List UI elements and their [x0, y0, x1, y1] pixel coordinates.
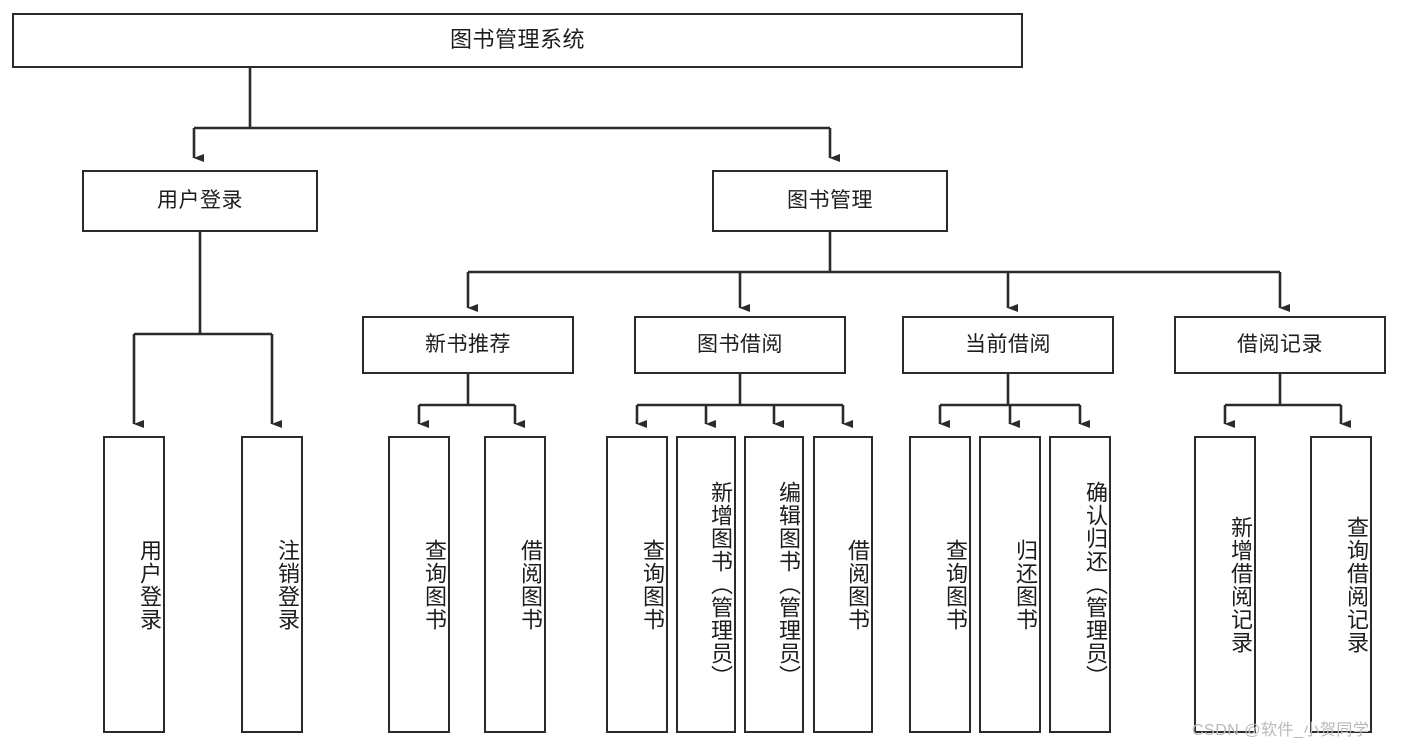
node-leaf-query-book-2[interactable]: 查询图书: [606, 436, 668, 733]
node-label: 新书推荐: [425, 333, 511, 357]
node-label: 借阅图书: [845, 538, 870, 631]
node-label: 新增借阅记录: [1228, 515, 1253, 654]
node-leaf-confirm-return-admin[interactable]: 确认归还（管理员）: [1049, 436, 1111, 733]
node-label: 借阅图书: [518, 538, 543, 631]
node-leaf-query-book-3[interactable]: 查询图书: [909, 436, 971, 733]
node-label: 注销登录: [275, 538, 300, 631]
node-borrow-record[interactable]: 借阅记录: [1174, 316, 1386, 374]
node-leaf-borrow-book-2[interactable]: 借阅图书: [813, 436, 873, 733]
node-label: 查询图书: [943, 538, 968, 631]
node-new-book-recommend[interactable]: 新书推荐: [362, 316, 574, 374]
node-leaf-edit-book-admin[interactable]: 编辑图书（管理员）: [744, 436, 804, 733]
node-book-management[interactable]: 图书管理: [712, 170, 948, 232]
node-leaf-query-book-1[interactable]: 查询图书: [388, 436, 450, 733]
node-label: 图书管理系统: [449, 27, 585, 53]
node-label: 归还图书: [1013, 538, 1038, 631]
node-label: 查询图书: [640, 538, 665, 631]
node-label: 查询借阅记录: [1344, 515, 1369, 654]
node-label: 用户登录: [137, 538, 162, 631]
node-label: 查询图书: [422, 538, 447, 631]
node-label: 图书借阅: [697, 333, 783, 357]
node-user-login[interactable]: 用户登录: [82, 170, 318, 232]
node-label: 图书管理: [787, 189, 873, 213]
node-label: 用户登录: [157, 189, 243, 213]
node-leaf-add-book-admin[interactable]: 新增图书（管理员）: [676, 436, 736, 733]
csdn-watermark: CSDN @软件_小贺同学: [1192, 722, 1370, 739]
node-leaf-user-login[interactable]: 用户登录: [103, 436, 165, 733]
node-book-management-system[interactable]: 图书管理系统: [12, 13, 1023, 68]
node-label: 编辑图书（管理员）: [776, 481, 801, 688]
node-current-borrow[interactable]: 当前借阅: [902, 316, 1114, 374]
node-leaf-add-borrow-record[interactable]: 新增借阅记录: [1194, 436, 1256, 733]
node-label: 确认归还（管理员）: [1083, 481, 1108, 688]
node-leaf-logout-login[interactable]: 注销登录: [241, 436, 303, 733]
node-label: 借阅记录: [1237, 333, 1323, 357]
node-leaf-return-book[interactable]: 归还图书: [979, 436, 1041, 733]
node-book-borrow[interactable]: 图书借阅: [634, 316, 846, 374]
node-label: 当前借阅: [965, 333, 1051, 357]
node-leaf-borrow-book-1[interactable]: 借阅图书: [484, 436, 546, 733]
node-leaf-query-borrow-record[interactable]: 查询借阅记录: [1310, 436, 1372, 733]
node-label: 新增图书（管理员）: [708, 481, 733, 688]
